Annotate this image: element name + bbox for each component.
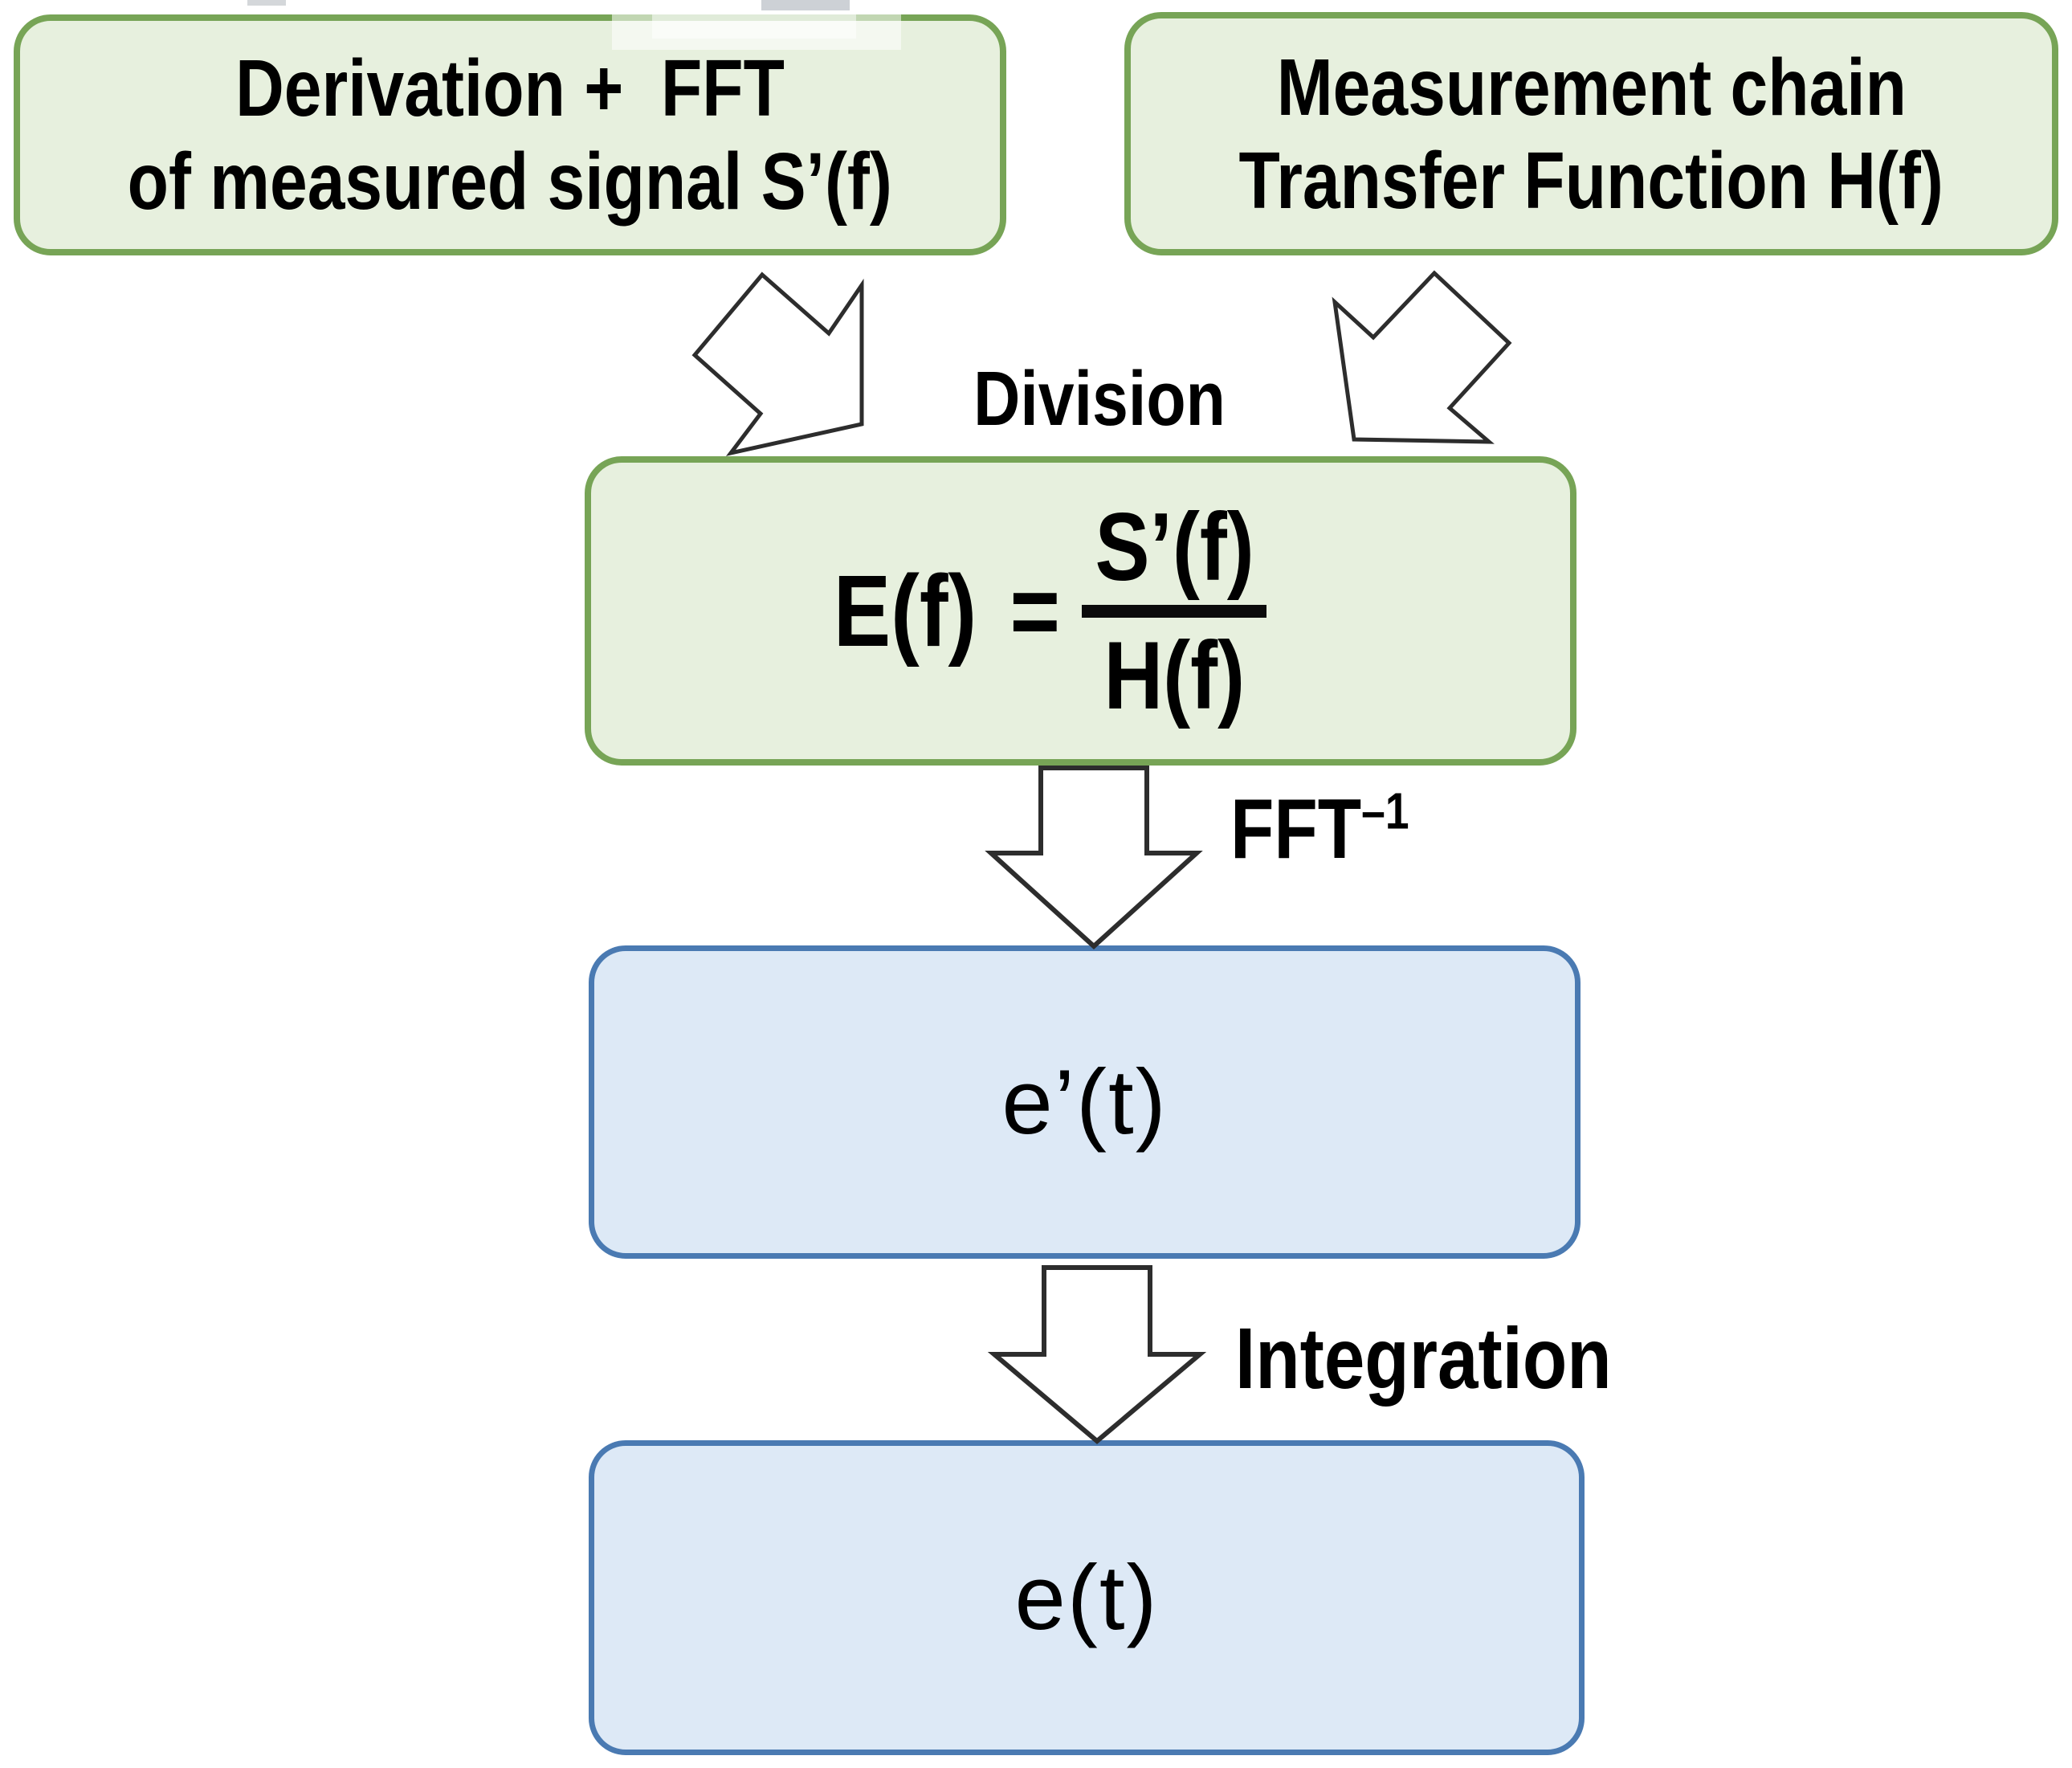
bent-arrow-right-icon (1332, 270, 1512, 444)
formula-numerator: S’(f) (1095, 492, 1254, 601)
et-box: e(t) (589, 1440, 1585, 1755)
formula-equals: = (1009, 554, 1061, 668)
et-label: e(t) (1014, 1546, 1159, 1649)
formula-denominator: H(f) (1103, 621, 1246, 729)
formula-fraction: S’(f) H(f) (1081, 496, 1268, 726)
eprime-label: e’(t) (1001, 1051, 1168, 1153)
formula: E(f) = S’(f) H(f) (821, 496, 1268, 726)
division-label: Division (973, 356, 1226, 442)
derivation-box-line1: Derivation + FFT (235, 43, 785, 133)
measurement-box-line1: Measurement chain (1276, 42, 1907, 133)
bent-arrow-left-icon (691, 272, 864, 456)
derivation-box-line2: of measured signal S’(f) (127, 137, 893, 227)
measurement-chain-box: Measurement chain Transfer Function H(f) (1124, 12, 2058, 255)
formula-lhs: E(f) (833, 554, 977, 668)
inverse-fft-base: FFT (1230, 782, 1362, 876)
grey-smudge-artifact (761, 0, 850, 10)
integration-label: Integration (1235, 1309, 1612, 1407)
division-formula-box: E(f) = S’(f) H(f) (585, 456, 1576, 766)
down-arrow-integration-icon (987, 1265, 1207, 1444)
fraction-bar (1082, 604, 1267, 618)
eprime-box: e’(t) (589, 945, 1581, 1259)
inverse-fft-exponent: –1 (1361, 782, 1409, 840)
grey-smudge-artifact-small (247, 0, 286, 6)
inverse-fft-label: FFT–1 (1230, 781, 1409, 878)
down-arrow-fft-icon (985, 766, 1203, 950)
derivation-fft-box: Derivation + FFT of measured signal S’(f… (14, 14, 1006, 255)
measurement-box-line2: Transfer Function H(f) (1238, 135, 1944, 226)
